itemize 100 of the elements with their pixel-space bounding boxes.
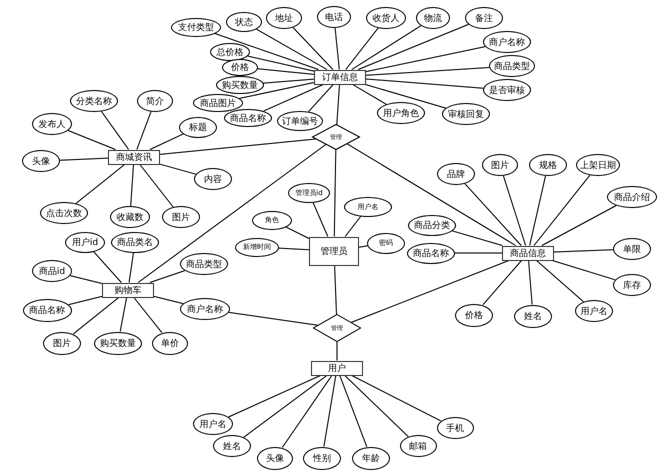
connector-line <box>529 175 546 246</box>
attribute-ellipse: 年龄 <box>352 446 390 470</box>
connector-line <box>136 111 152 150</box>
connector-line <box>352 84 387 105</box>
attribute-ellipse: 头像 <box>257 446 293 470</box>
connector-line <box>70 275 102 284</box>
connector-line <box>308 84 334 112</box>
connector-line <box>366 46 486 72</box>
connector-line <box>72 297 120 334</box>
connector-line <box>133 297 162 334</box>
connector-line <box>282 375 332 448</box>
attribute-ellipse: 性别 <box>303 446 341 470</box>
attribute-ellipse: 购买数量 <box>94 332 142 354</box>
attribute-ellipse: 审核回复 <box>442 103 490 125</box>
connector-line <box>552 260 616 280</box>
connector-line <box>285 226 310 239</box>
attribute-ellipse: 姓名 <box>514 304 552 328</box>
connector-line <box>243 375 328 438</box>
connector-line <box>93 251 122 283</box>
connector-line <box>541 205 617 246</box>
attribute-ellipse: 图片 <box>162 206 200 228</box>
attribute-ellipse: 收藏数 <box>110 206 150 228</box>
entity-box: 商城资讯 <box>108 150 160 164</box>
connector-line <box>257 68 314 75</box>
connector-line <box>350 260 510 323</box>
attribute-ellipse: 备注 <box>465 7 503 29</box>
connector-line <box>68 130 116 150</box>
attribute-ellipse: 库存 <box>613 274 651 296</box>
connector-line <box>239 82 314 99</box>
connector-line <box>130 164 134 206</box>
attribute-ellipse: 姓名 <box>213 435 251 457</box>
connector-line <box>139 164 174 208</box>
connector-line <box>336 342 338 361</box>
attribute-ellipse: 总价格 <box>210 43 250 61</box>
connector-line <box>528 260 533 305</box>
connector-line <box>256 28 328 70</box>
attribute-ellipse: 商品id <box>32 260 72 282</box>
connector-line <box>351 375 442 422</box>
connector-line <box>247 56 314 72</box>
attribute-ellipse: 商品图片 <box>193 94 243 112</box>
connector-line <box>59 158 108 161</box>
attribute-ellipse: 单价 <box>152 332 188 354</box>
attribute-ellipse: 支付类型 <box>171 18 221 36</box>
attribute-ellipse: 购买数量 <box>216 76 264 94</box>
entity-box: 订单信息 <box>314 70 366 84</box>
attribute-ellipse: 价格 <box>455 304 493 326</box>
connector-line <box>334 28 340 70</box>
connector-line <box>536 260 584 302</box>
connector-line <box>534 174 590 246</box>
connector-line <box>120 297 128 332</box>
connector-line <box>228 312 318 326</box>
connector-line <box>312 202 328 237</box>
attribute-ellipse: 商品分类 <box>408 214 456 236</box>
attribute-ellipse: 内容 <box>194 168 232 190</box>
attribute-ellipse: 商品介绍 <box>607 186 657 208</box>
connector-line <box>278 248 310 250</box>
attribute-ellipse: 电话 <box>317 6 351 28</box>
connector-line <box>138 144 326 283</box>
attribute-ellipse: 商品名称 <box>224 109 272 127</box>
attribute-ellipse: 价格 <box>222 58 258 76</box>
connector-line <box>454 252 502 254</box>
connector-line <box>344 216 362 237</box>
connector-line <box>214 32 319 70</box>
attribute-ellipse: 邮箱 <box>400 435 436 457</box>
attribute-ellipse: 用户id <box>65 232 105 252</box>
attribute-ellipse: 标题 <box>179 116 217 138</box>
attribute-ellipse: 商品类型 <box>489 55 535 77</box>
connector-line <box>101 111 130 150</box>
attribute-ellipse: 用户角色 <box>377 102 425 124</box>
attribute-ellipse: 发布人 <box>32 113 72 135</box>
connector-line <box>366 78 484 89</box>
connector-line <box>292 27 334 70</box>
attribute-ellipse: 状态 <box>226 12 262 32</box>
connector-line <box>263 84 324 112</box>
connector-line <box>334 149 336 237</box>
connector-line <box>366 67 490 76</box>
entity-box: 商品信息 <box>502 246 554 260</box>
connector-line <box>154 296 184 304</box>
connector-line <box>228 375 321 418</box>
attribute-ellipse: 单限 <box>613 238 651 260</box>
attribute-ellipse: 上架日期 <box>576 154 620 176</box>
attribute-ellipse: 是否审核 <box>483 79 531 101</box>
connector-line <box>344 375 409 438</box>
attribute-ellipse: 收货人 <box>366 7 406 29</box>
connector-line <box>351 25 422 70</box>
connector-line <box>336 84 340 125</box>
connector-line <box>263 78 314 84</box>
attribute-ellipse: 用户名 <box>575 300 613 322</box>
attribute-ellipse: 图片 <box>482 154 518 176</box>
attribute-ellipse: 图片 <box>43 332 81 354</box>
attribute-ellipse: 规格 <box>529 154 567 176</box>
connector-line <box>554 249 614 252</box>
attribute-ellipse: 分类名称 <box>70 90 118 112</box>
entity-box: 购物车 <box>102 282 154 298</box>
attribute-ellipse: 商户名称 <box>180 298 230 320</box>
attribute-ellipse: 手机 <box>436 417 474 439</box>
connector-line <box>464 183 522 246</box>
connector-line <box>502 175 526 246</box>
attribute-ellipse: 商品名称 <box>22 298 72 322</box>
attribute-ellipse: 头像 <box>22 150 60 172</box>
